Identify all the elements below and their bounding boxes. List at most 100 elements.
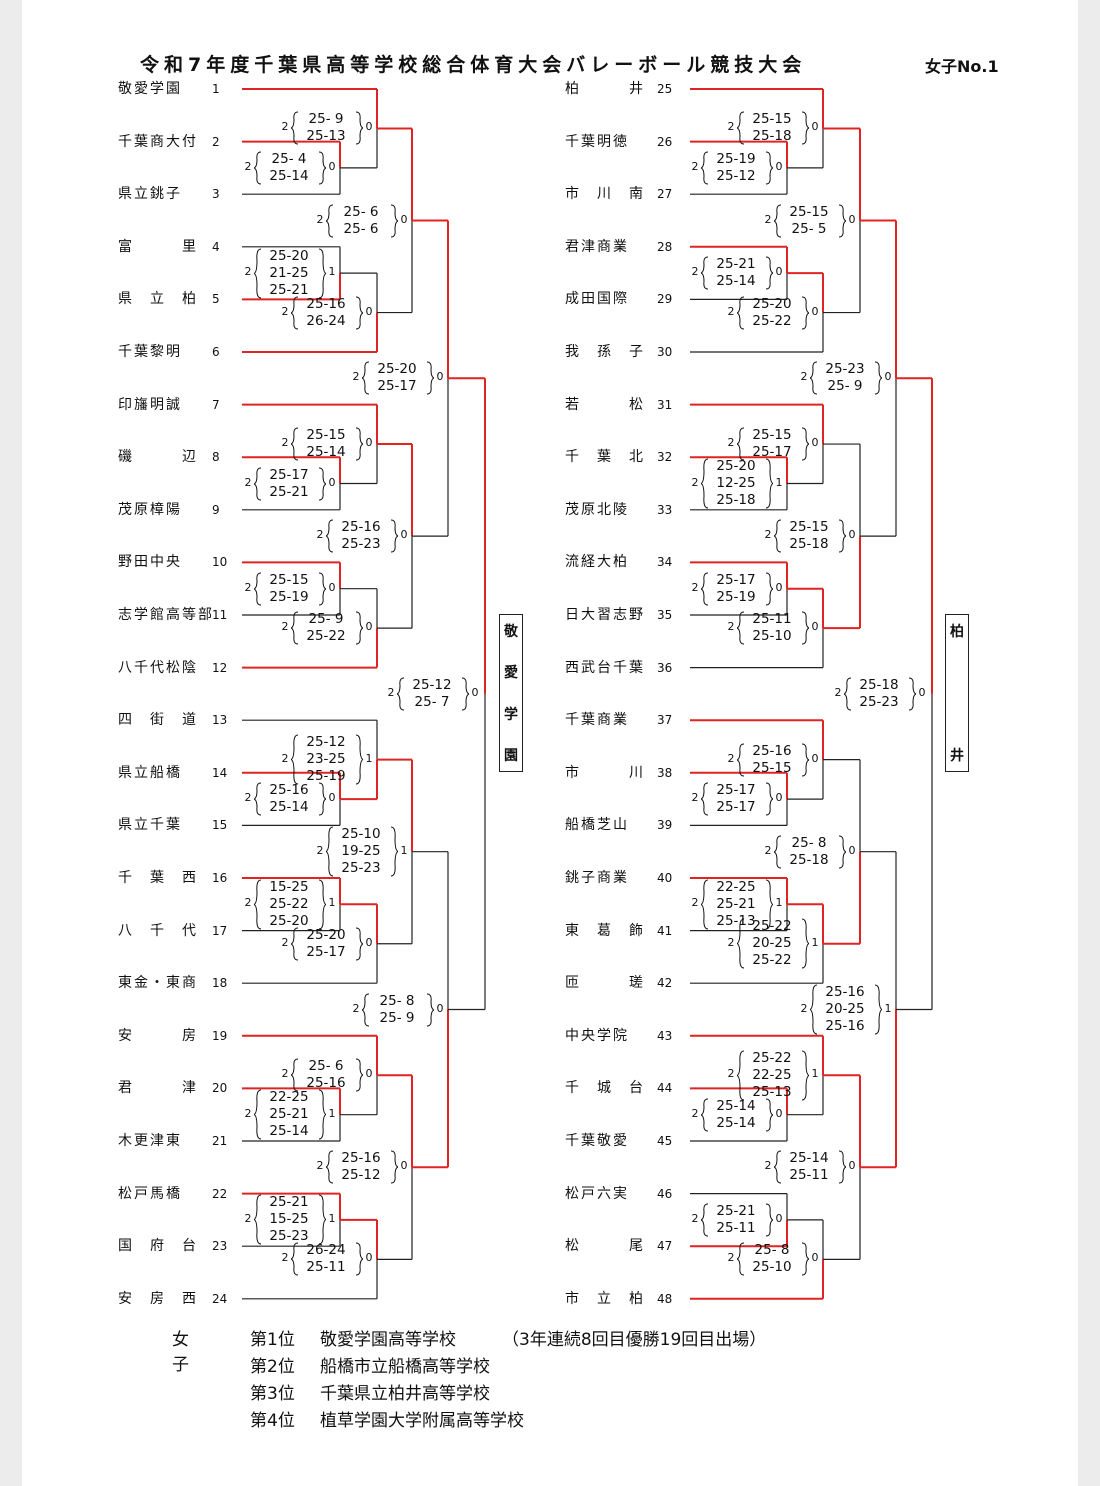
sets-lost: 0 bbox=[365, 120, 373, 134]
brace-right bbox=[765, 879, 773, 930]
sets-won: 2 bbox=[352, 370, 360, 384]
set-score: 25-14 bbox=[269, 1123, 309, 1140]
sets-lost: 0 bbox=[811, 120, 819, 134]
set-score: 25- 8 bbox=[754, 1242, 790, 1259]
set-score: 25-15 bbox=[752, 759, 792, 776]
team-seed: 34 bbox=[657, 555, 673, 570]
team-seed: 30 bbox=[657, 345, 673, 359]
set-score: 25-11 bbox=[752, 611, 792, 628]
brace-left bbox=[291, 1242, 299, 1276]
brace-left bbox=[737, 743, 745, 777]
team-name: 千葉商業 bbox=[565, 712, 629, 729]
set-score: 25-18 bbox=[752, 128, 792, 145]
set-score: 25-23 bbox=[825, 361, 865, 378]
brace-right bbox=[801, 1242, 809, 1276]
team-name: 木更津東 bbox=[118, 1133, 182, 1149]
set-score: 25-14 bbox=[306, 444, 346, 461]
team-name: 安 房 西 bbox=[118, 1290, 198, 1307]
sets-won: 2 bbox=[727, 1067, 735, 1081]
set-score: 25-14 bbox=[269, 799, 309, 816]
set-score: 25-12 bbox=[412, 676, 452, 693]
set-score: 25- 9 bbox=[827, 378, 863, 395]
team-seed: 48 bbox=[657, 1291, 673, 1306]
sets-lost: 0 bbox=[775, 1211, 783, 1225]
team-seed: 5 bbox=[212, 292, 220, 307]
team-name: 千 葉 西 bbox=[118, 870, 198, 886]
sets-lost: 0 bbox=[436, 1001, 444, 1015]
set-score: 22-25 bbox=[269, 1089, 309, 1106]
brace-left bbox=[701, 1098, 709, 1132]
brace-left bbox=[291, 734, 299, 785]
sets-lost: 0 bbox=[775, 265, 783, 279]
team-name: 松戸馬橋 bbox=[118, 1185, 182, 1202]
set-score: 25-13 bbox=[752, 1083, 792, 1100]
brace-right bbox=[426, 361, 434, 395]
sets-lost: 0 bbox=[365, 304, 373, 318]
set-score: 25-18 bbox=[859, 676, 899, 693]
set-score: 21-25 bbox=[269, 264, 309, 281]
team-name: 志学館高等部 bbox=[118, 607, 214, 623]
brace-left bbox=[737, 296, 745, 330]
sets-won: 2 bbox=[244, 791, 252, 805]
sets-lost: 0 bbox=[884, 370, 892, 384]
team-seed: 15 bbox=[212, 818, 228, 833]
sets-won: 2 bbox=[691, 1106, 699, 1120]
brace-right bbox=[355, 927, 363, 961]
sets-lost: 1 bbox=[811, 1067, 819, 1081]
bracket-sheet: 令和7年度千葉県高等学校総合体育大会バレーボール競技大会 女子No.1 敬愛学園… bbox=[22, 0, 1078, 1486]
standing-place: 第1位 bbox=[250, 1330, 295, 1350]
team-name: 安 房 bbox=[118, 1027, 198, 1044]
sets-lost: 1 bbox=[328, 1106, 336, 1120]
set-score: 25-17 bbox=[716, 782, 756, 799]
set-score: 25-20 bbox=[269, 247, 309, 264]
team-name: 我 孫 子 bbox=[565, 344, 645, 360]
standing-place: 第2位 bbox=[250, 1357, 295, 1377]
team-name: 松戸六実 bbox=[565, 1185, 629, 1202]
set-score: 25-16 bbox=[341, 1150, 381, 1167]
sets-lost: 0 bbox=[811, 436, 819, 450]
sets-won: 2 bbox=[281, 751, 289, 765]
set-score: 26-24 bbox=[306, 1242, 346, 1259]
set-score: 25-14 bbox=[269, 167, 309, 184]
set-score: 25-10 bbox=[752, 628, 792, 645]
sets-lost: 0 bbox=[365, 1251, 373, 1265]
team-seed: 39 bbox=[657, 818, 673, 833]
team-seed: 38 bbox=[657, 765, 673, 780]
sets-lost: 1 bbox=[328, 1211, 336, 1225]
set-score: 25- 6 bbox=[308, 1058, 344, 1075]
brace-right bbox=[318, 879, 326, 930]
team-name: 船橋芝山 bbox=[565, 817, 629, 834]
team-seed: 35 bbox=[657, 608, 673, 622]
team-seed: 36 bbox=[657, 660, 673, 675]
set-score: 25-18 bbox=[789, 851, 829, 868]
sets-lost: 0 bbox=[365, 935, 373, 949]
team-name: 君津商業 bbox=[565, 238, 629, 255]
sets-won: 2 bbox=[800, 370, 808, 384]
brace-right bbox=[801, 427, 809, 461]
set-score: 25-16 bbox=[341, 519, 381, 536]
set-score: 25- 9 bbox=[308, 111, 344, 128]
set-score: 25-21 bbox=[269, 1194, 309, 1211]
sets-lost: 0 bbox=[365, 436, 373, 450]
brace-left bbox=[737, 611, 745, 645]
set-score: 25-17 bbox=[306, 943, 346, 960]
